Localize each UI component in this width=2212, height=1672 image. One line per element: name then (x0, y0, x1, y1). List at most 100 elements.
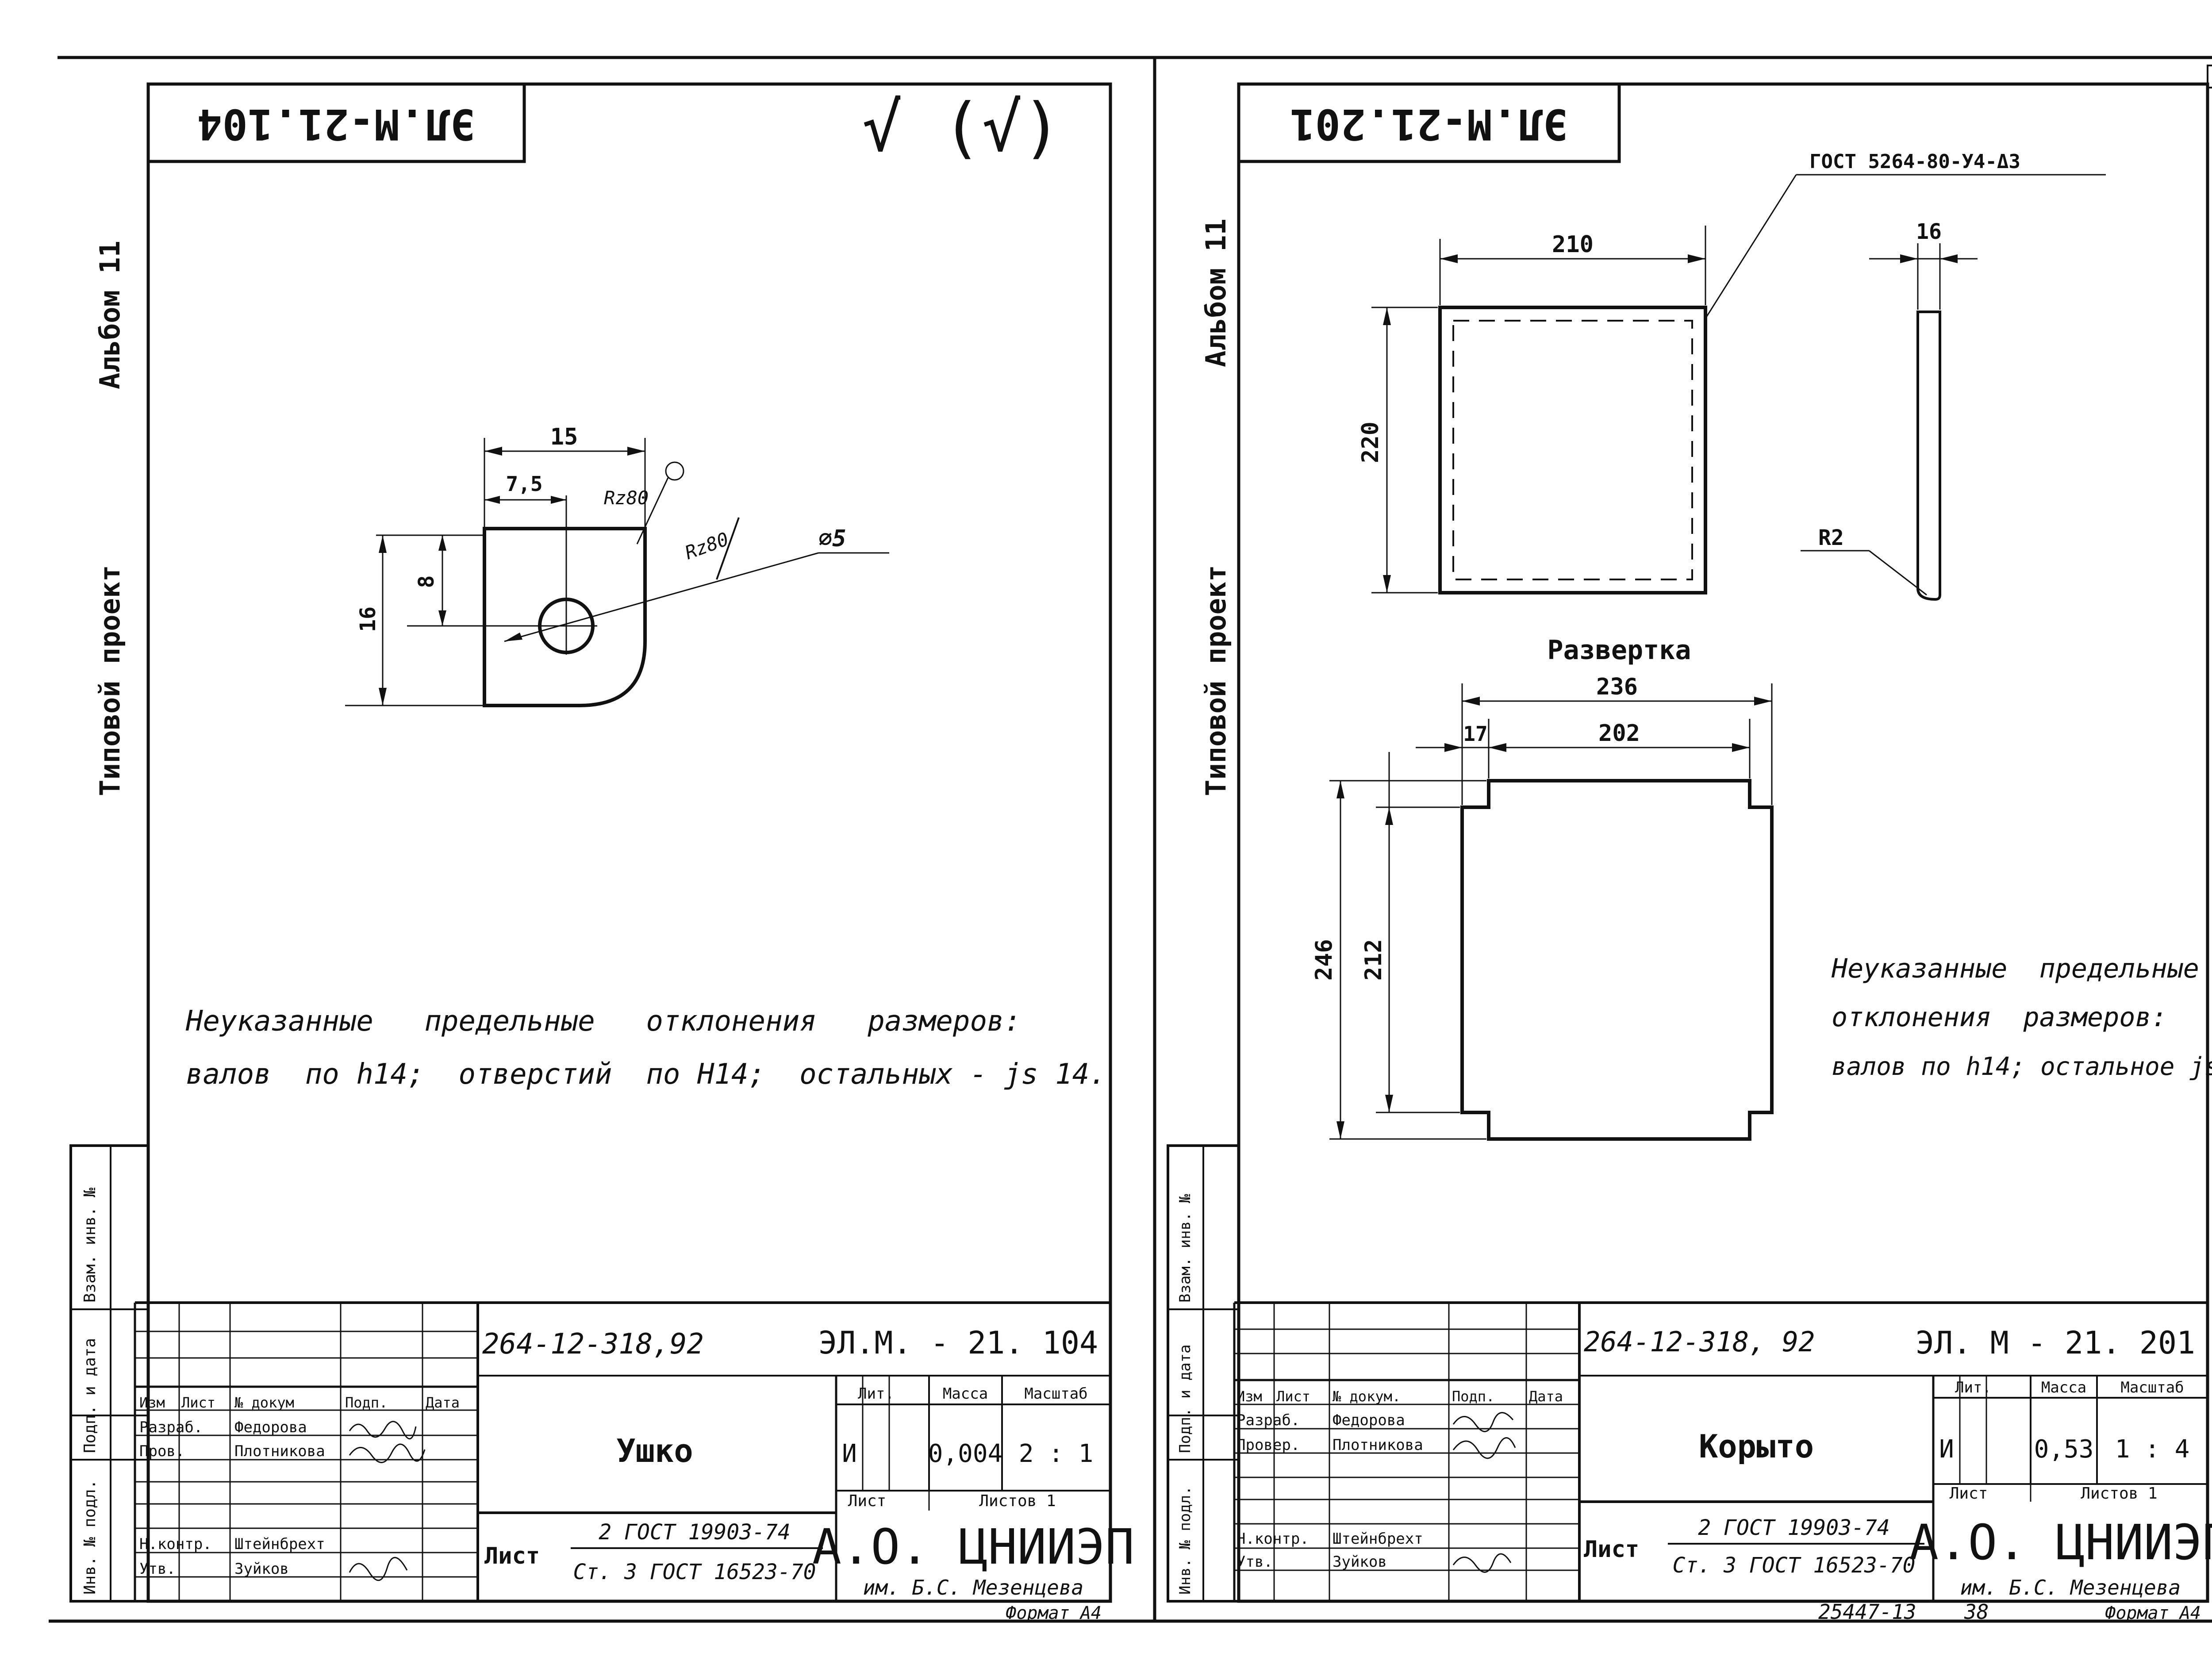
left-album-label: Альбом 11 (94, 241, 126, 389)
right-hdr-sign: Подп. (1452, 1388, 1494, 1405)
left-side-col-1: Инв. № подл. (81, 1480, 99, 1595)
left-role-2: Пров. (139, 1442, 184, 1460)
bottom-stamp-page: 38 (1964, 1600, 1989, 1624)
left-scale-label: Масштаб (1024, 1385, 1087, 1403)
left-material-label: Лист (484, 1543, 540, 1569)
right-hdr-date: Дата (1529, 1388, 1563, 1405)
page-number-box (2207, 65, 2212, 88)
right-doc-number: 264-12-318, 92 (1584, 1326, 1815, 1358)
left-doc-code: ЭЛ.М. - 21. 104 (818, 1325, 1098, 1361)
right-mass-value: 0,53 (2034, 1435, 2094, 1464)
right-dim-arrows (1336, 254, 1958, 1139)
left-hole-dim: ⌀5 (818, 525, 846, 552)
left-note-line2: валов по h14; отверстий по H14; остальны… (186, 1058, 1106, 1091)
left-sheets-label: Листов 1 (979, 1492, 1056, 1510)
left-format: Формат А4 (1006, 1603, 1102, 1623)
left-person-1: Федорова (234, 1419, 307, 1436)
left-person-4: Штейнбрехт (234, 1535, 325, 1553)
left-role-5: Утв. (139, 1560, 176, 1578)
right-role-2: Провер. (1237, 1436, 1300, 1454)
left-dim-7-5: 7,5 (506, 472, 542, 496)
right-role-4: Н.контр. (1237, 1530, 1309, 1548)
right-dim-212: 212 (1360, 939, 1387, 981)
left-hdr-sign: Подп. (345, 1394, 388, 1411)
right-dim-16: 16 (1916, 219, 1942, 244)
right-org: А.О. ЦНИИЭП (1909, 1514, 2212, 1571)
signatures (349, 1412, 1516, 1581)
right-material-callout: ГОСТ 5264-80-У4-Δ3 (1809, 150, 2020, 173)
right-role-1: Разраб. (1237, 1411, 1300, 1429)
left-part-drawing (345, 438, 889, 707)
left-hdr-doc: № докум (234, 1394, 294, 1411)
right-note-line1: Неуказанные предельные (1831, 953, 2199, 984)
left-doc-number: 264-12-318,92 (482, 1328, 704, 1361)
right-part-drawing (1329, 174, 2106, 1141)
left-material-bottom: Ст. 3 ГОСТ 16523-70 (573, 1560, 816, 1584)
left-dim-8: 8 (414, 575, 439, 588)
left-mirrored-code: ЭЛ.М-21.104 (197, 100, 475, 148)
right-dim-202: 202 (1598, 720, 1640, 747)
right-dim-r2: R2 (1818, 525, 1844, 550)
right-person-1: Федорова (1333, 1411, 1405, 1429)
left-org: А.О. ЦНИИЭП (812, 1519, 1134, 1575)
right-side-col-1: Инв. № подл. (1176, 1486, 1194, 1595)
right-sheet-label: Лист (1950, 1484, 1988, 1503)
right-dim-210: 210 (1552, 231, 1594, 258)
roughness-symbol: √ (√) (862, 89, 1062, 166)
right-dim-220: 220 (1357, 422, 1384, 463)
right-note-line2: отклонения размеров: (1832, 1002, 2167, 1033)
right-doc-code: ЭЛ. М - 21. 201 (1916, 1325, 2195, 1361)
right-hdr-izm: Изм (1237, 1388, 1262, 1405)
right-side-col-3: Взам. инв. № (1176, 1194, 1194, 1303)
left-sheet-label: Лист (848, 1492, 887, 1510)
left-org-sub: им. Б.С. Мезенцева (863, 1576, 1084, 1599)
left-mass-value: 0,004 (928, 1439, 1003, 1468)
right-note-line3: валов по h14; остальное js14 (1832, 1052, 2212, 1081)
left-note-line1: Неуказанные предельные отклонения размер… (185, 1005, 1021, 1038)
left-lit-value: И (842, 1439, 857, 1468)
left-dim-arrows (379, 447, 645, 706)
right-org-sub: им. Б.С. Мезенцева (1960, 1576, 2181, 1599)
right-dim-246: 246 (1311, 939, 1337, 981)
right-razvertka: Развертка (1547, 635, 1691, 666)
left-hdr-list: Лист (181, 1394, 215, 1411)
right-part-name: Корыто (1699, 1428, 1814, 1465)
right-scale-label: Масштаб (2120, 1379, 2184, 1396)
right-person-2: Плотникова (1333, 1436, 1423, 1454)
left-person-5: Зуйков (234, 1560, 289, 1578)
left-dim-16: 16 (356, 606, 380, 632)
left-role-4: Н.контр. (139, 1535, 212, 1553)
left-hdr-date: Дата (426, 1394, 460, 1411)
left-mirrored-code-box (146, 82, 526, 163)
right-title-block (1233, 1301, 2208, 1601)
right-lit-value: И (1939, 1435, 1954, 1464)
left-project-label: Типовой проект (94, 565, 126, 796)
right-sheet-frame (1237, 82, 2209, 1603)
right-mass-label: Масса (2041, 1379, 2086, 1396)
left-hdr-izm: Изм (139, 1394, 165, 1411)
right-dim-236: 236 (1596, 674, 1638, 700)
right-sheets-label: Листов 1 (2081, 1484, 2157, 1503)
left-role-1: Разраб. (139, 1419, 203, 1436)
left-scale-value: 2 : 1 (1019, 1439, 1094, 1468)
right-project-label: Типовой проект (1200, 565, 1232, 796)
right-person-5: Зуйков (1333, 1553, 1387, 1571)
right-format: Формат А4 (2105, 1603, 2201, 1623)
right-side-col-2: Подп. и дата (1176, 1344, 1194, 1453)
left-lit-label: Лит. (858, 1385, 894, 1403)
left-side-columns (69, 1144, 150, 1603)
right-person-4: Штейнбрехт (1333, 1530, 1423, 1548)
right-album-label: Альбом 11 (1200, 219, 1232, 367)
right-material-top: 2 ГОСТ 19903-74 (1698, 1515, 1889, 1540)
left-title-block (134, 1301, 1110, 1601)
left-part-name: Ушко (616, 1432, 693, 1469)
right-lit-label: Лит. (1955, 1379, 1991, 1396)
left-rz-1: Rz80 (604, 487, 649, 509)
right-mirrored-code: ЭЛ.М-21.201 (1290, 100, 1568, 148)
right-hdr-list: Лист (1276, 1388, 1310, 1405)
left-person-2: Плотникова (234, 1442, 325, 1460)
left-material-top: 2 ГОСТ 19903-74 (599, 1520, 790, 1545)
right-material-label: Лист (1584, 1536, 1639, 1563)
right-mirrored-code-box (1237, 82, 1621, 163)
